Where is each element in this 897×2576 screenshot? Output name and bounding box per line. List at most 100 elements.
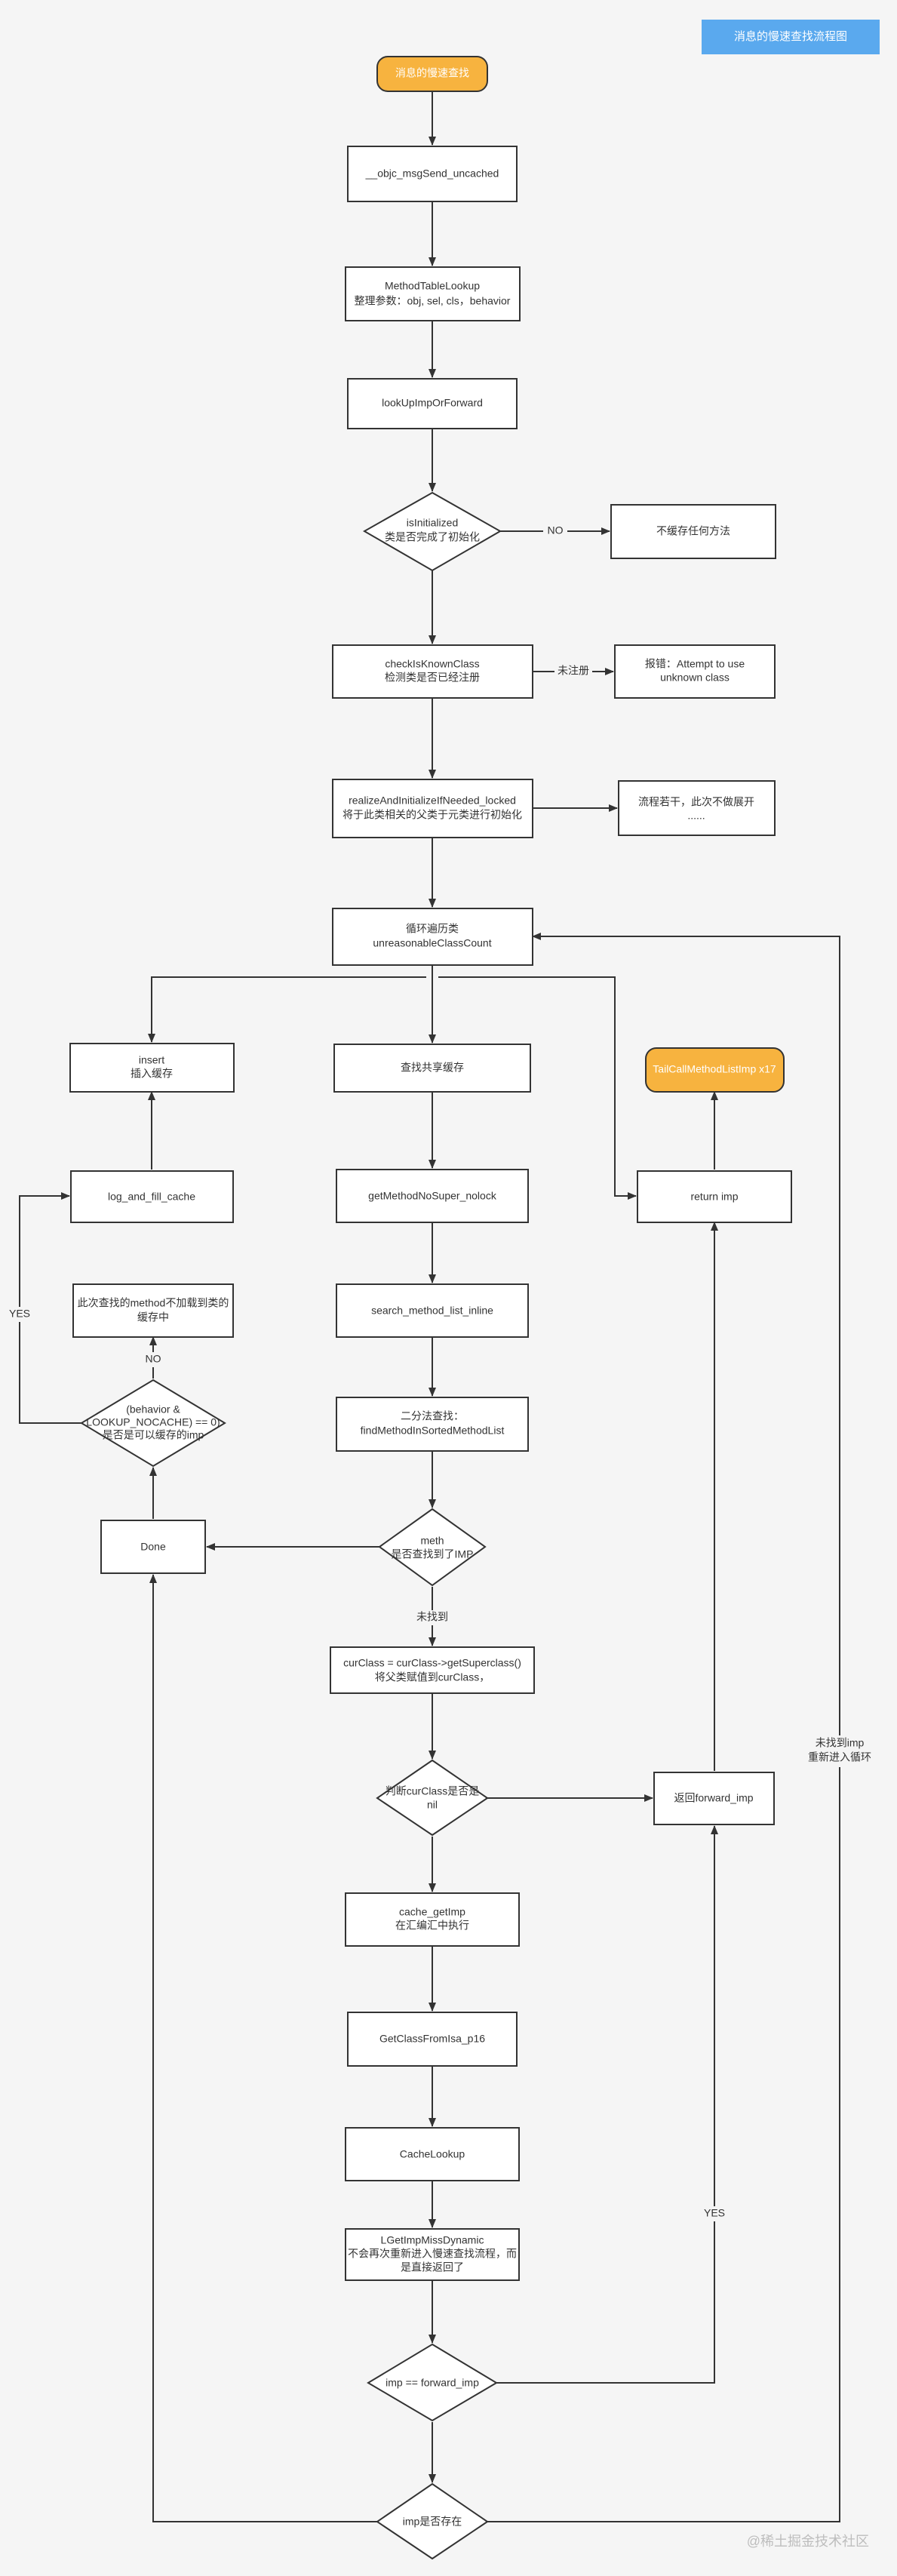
svg-text:return imp: return imp (690, 1191, 738, 1203)
svg-text:类是否完成了初始化: 类是否完成了初始化 (385, 531, 480, 543)
svg-text:lookUpImpOrForward: lookUpImpOrForward (382, 397, 483, 409)
edge-label-no: NO (543, 524, 567, 539)
cache-lookup-node: CacheLookup (345, 2127, 520, 2181)
svg-text:MethodTableLookup: MethodTableLookup (385, 280, 480, 292)
is-nil-decision: 判断curClass是否是 nil (376, 1759, 489, 1837)
tail-call-terminal: TailCallMethodListImp x17 (645, 1047, 785, 1093)
check-known-class-node: checkIsKnownClass 检测类是否已经注册 (332, 644, 533, 699)
cache-get-imp-node: cache_getImp 在汇编汇中执行 (345, 1892, 520, 1947)
edge-label-no-cache: NO (142, 1352, 164, 1367)
method-table-lookup-node: MethodTableLookup 整理参数：obj, sel, cls，beh… (345, 266, 521, 321)
svg-text:报错：Attempt to use: 报错：Attempt to use (645, 658, 745, 670)
diagram-title: 消息的慢速查找流程图 (702, 20, 880, 54)
svg-text:meth: meth (420, 1535, 444, 1547)
loop-node: 循环遍历类 unreasonableClassCount (332, 908, 533, 966)
svg-text:是否是可以缓存的imp: 是否是可以缓存的imp (103, 1429, 204, 1441)
watermark: @稀土掘金技术社区 (747, 2534, 869, 2549)
svg-text:......: ...... (687, 810, 705, 822)
svg-text:未找到imp: 未找到imp (816, 1737, 865, 1749)
return-imp-node: return imp (637, 1170, 792, 1223)
svg-text:是否查找到了IMP: 是否查找到了IMP (392, 1548, 474, 1560)
svg-text:未注册: 未注册 (558, 665, 589, 677)
is-initialized-decision: isInitialized 类是否完成了初始化 (362, 491, 502, 572)
svg-text:realizeAndInitializeIfNeeded_l: realizeAndInitializeIfNeeded_locked (349, 795, 516, 807)
done-node: Done (100, 1520, 206, 1574)
svg-text:不缓存任何方法: 不缓存任何方法 (656, 525, 730, 537)
get-imp-miss-dynamic-node: LGetImpMissDynamic 不会再次重新进入慢速查找流程，而 是直接返… (345, 2228, 520, 2281)
edges (19, 91, 840, 2522)
svg-text:消息的慢速查找: 消息的慢速查找 (395, 67, 469, 79)
svg-text:imp是否存在: imp是否存在 (403, 2516, 462, 2528)
search-method-list-node: search_method_list_inline (336, 1283, 529, 1338)
edge-label-not-found: 未找到 (413, 1610, 451, 1625)
svg-text:imp == forward_imp: imp == forward_imp (386, 2377, 479, 2389)
svg-text:未找到: 未找到 (416, 1611, 448, 1623)
svg-text:TailCallMethodListImp x17: TailCallMethodListImp x17 (653, 1063, 776, 1075)
svg-text:unknown class: unknown class (660, 672, 730, 684)
svg-text:GetClassFromIsa_p16: GetClassFromIsa_p16 (379, 2033, 485, 2045)
edge-label-yes-right: YES (702, 2206, 727, 2221)
svg-text:isInitialized: isInitialized (407, 517, 458, 529)
svg-text:findMethodInSortedMethodList: findMethodInSortedMethodList (361, 1425, 505, 1437)
flow-note-node: 流程若干，此次不做展开 ...... (618, 780, 776, 836)
svg-text:curClass = curClass->getSuperc: curClass = curClass->getSuperclass() (343, 1657, 521, 1669)
insert-node: insert 插入缓存 (69, 1043, 235, 1093)
svg-text:整理参数：obj, sel, cls，behavior: 整理参数：obj, sel, cls，behavior (355, 295, 511, 307)
svg-text:检测类是否已经注册: 检测类是否已经注册 (385, 672, 480, 684)
svg-text:查找共享缓存: 查找共享缓存 (401, 1062, 464, 1074)
svg-text:LGetImpMissDynamic: LGetImpMissDynamic (381, 2234, 484, 2246)
svg-text:循环遍历类: 循环遍历类 (406, 923, 459, 935)
svg-text:nil: nil (427, 1799, 438, 1811)
start-terminal: 消息的慢速查找 (376, 56, 488, 92)
get-method-no-super-node: getMethodNoSuper_nolock (336, 1169, 529, 1223)
lookup-imp-or-forward-node: lookUpImpOrForward (347, 378, 518, 429)
svg-text:getMethodNoSuper_nolock: getMethodNoSuper_nolock (368, 1190, 497, 1202)
svg-text:insert: insert (139, 1054, 164, 1066)
svg-text:log_and_fill_cache: log_and_fill_cache (108, 1191, 195, 1203)
cur-class-node: curClass = curClass->getSuperclass() 将父类… (330, 1646, 535, 1694)
svg-text:是直接返回了: 是直接返回了 (401, 2261, 464, 2273)
svg-text:返回forward_imp: 返回forward_imp (674, 1792, 753, 1804)
svg-text:search_method_list_inline: search_method_list_inline (371, 1305, 493, 1317)
edge-label-loop-back: 未找到imp 重新进入循环 (804, 1735, 875, 1767)
svg-text:unreasonableClassCount: unreasonableClassCount (373, 937, 491, 949)
svg-text:checkIsKnownClass: checkIsKnownClass (385, 658, 479, 670)
svg-text:NO: NO (548, 524, 564, 536)
svg-text:此次查找的method不加载到类的: 此次查找的method不加载到类的 (78, 1297, 229, 1309)
svg-text:流程若干，此次不做展开: 流程若干，此次不做展开 (638, 796, 754, 808)
log-and-fill-cache-node: log_and_fill_cache (70, 1170, 234, 1223)
edge-label-yes-left: YES (8, 1307, 32, 1322)
meth-found-decision: meth 是否查找到了IMP (378, 1508, 487, 1587)
svg-text:LOOKUP_NOCACHE) == 0): LOOKUP_NOCACHE) == 0) (86, 1416, 220, 1428)
svg-text:__objc_msgSend_uncached: __objc_msgSend_uncached (365, 168, 499, 180)
shared-cache-node: 查找共享缓存 (333, 1044, 531, 1093)
get-class-from-isa-node: GetClassFromIsa_p16 (347, 2012, 518, 2067)
imp-exists-decision: imp是否存在 (376, 2482, 489, 2560)
edge-label-unregistered: 未注册 (554, 664, 592, 679)
uncached-node: __objc_msgSend_uncached (347, 146, 518, 202)
svg-text:YES: YES (9, 1308, 30, 1320)
svg-text:重新进入循环: 重新进入循环 (808, 1751, 871, 1763)
svg-text:消息的慢速查找流程图: 消息的慢速查找流程图 (734, 30, 847, 43)
svg-text:缓存中: 缓存中 (137, 1311, 169, 1323)
svg-text:NO: NO (146, 1353, 161, 1365)
svg-text:(behavior &: (behavior & (126, 1403, 180, 1416)
realize-initialize-node: realizeAndInitializeIfNeeded_locked 将于此类… (332, 779, 533, 838)
behavior-decision: (behavior & LOOKUP_NOCACHE) == 0) 是否是可以缓… (80, 1379, 226, 1468)
binary-search-node: 二分法查找： findMethodInSortedMethodList (336, 1397, 529, 1452)
svg-text:将于此类相关的父类于元类进行初始化: 将于此类相关的父类于元类进行初始化 (343, 809, 522, 821)
svg-text:将父类赋值到curClass，: 将父类赋值到curClass， (375, 1671, 490, 1683)
svg-text:二分法查找：: 二分法查找： (401, 1410, 464, 1422)
svg-text:cache_getImp: cache_getImp (399, 1906, 465, 1918)
return-forward-imp-node: 返回forward_imp (653, 1772, 775, 1825)
svg-text:YES: YES (704, 2207, 725, 2219)
svg-text:不会再次重新进入慢速查找流程，而: 不会再次重新进入慢速查找流程，而 (348, 2248, 517, 2260)
unknown-class-error-node: 报错：Attempt to use unknown class (614, 644, 776, 699)
svg-text:Done: Done (140, 1541, 166, 1553)
no-cache-node: 不缓存任何方法 (610, 504, 776, 559)
svg-text:在汇编汇中执行: 在汇编汇中执行 (395, 1920, 469, 1932)
svg-text:CacheLookup: CacheLookup (400, 2148, 465, 2160)
imp-equals-forward-decision: imp == forward_imp (367, 2343, 498, 2422)
no-cache-note-node: 此次查找的method不加载到类的 缓存中 (72, 1283, 234, 1338)
